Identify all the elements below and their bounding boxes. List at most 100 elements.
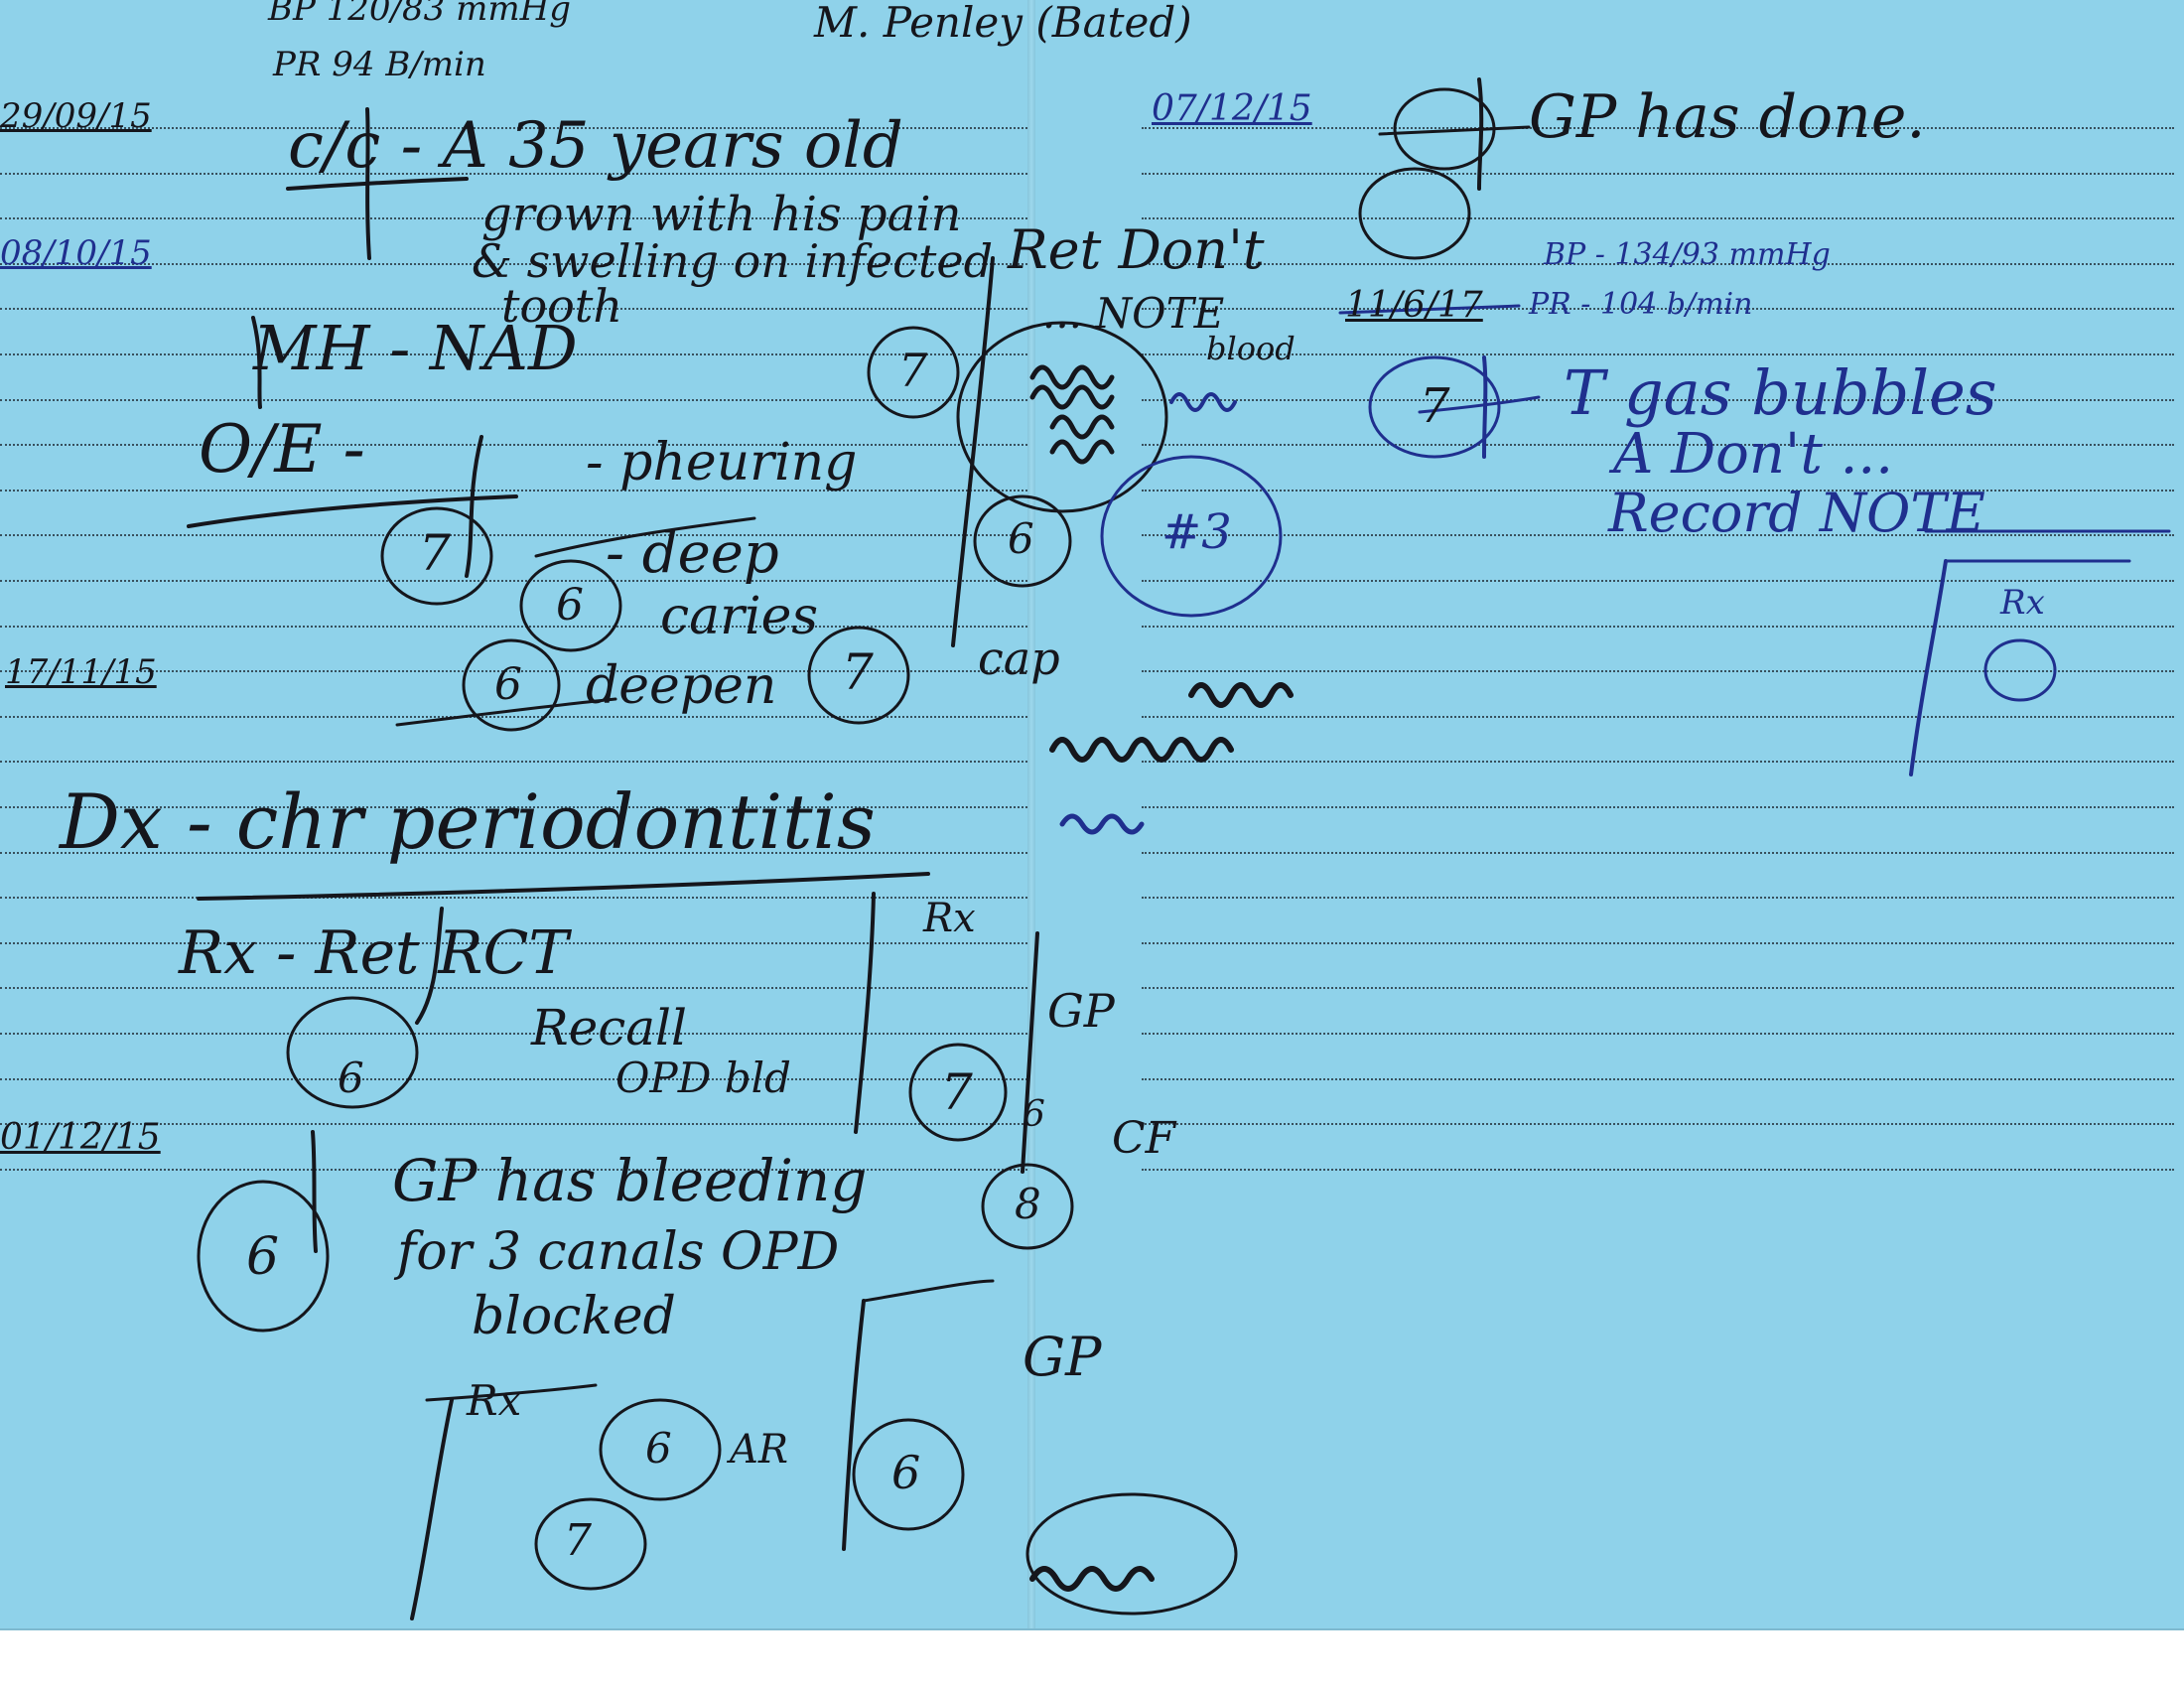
mid-rx-label: Rx [923, 896, 976, 941]
tooth-num-6c: 6 [1008, 514, 1034, 563]
tooth-num-6a: 6 [556, 580, 584, 631]
circle-tooth-6e [197, 1180, 330, 1333]
page-fold [1027, 0, 1035, 1628]
scribble-7 [1029, 1566, 1155, 1592]
tooth-num-6g: 6 [1023, 1094, 1045, 1135]
gp-bracket-stroke [311, 1130, 318, 1253]
treatment-plan: Rx - Ret RCT [179, 918, 569, 988]
treatment-plan-3: OPD bld [615, 1054, 791, 1102]
rule-line-right [1142, 1168, 2174, 1171]
right-gp-done: GP has done. [1529, 82, 1926, 152]
rule-line-left [0, 1077, 1027, 1080]
mid-cf-label: CF [1112, 1113, 1176, 1164]
bottom-strike-stroke [425, 1383, 598, 1402]
rule-line-right [1142, 127, 2174, 129]
rule-line-left [0, 1033, 1027, 1035]
tooth-num-6d: 6 [338, 1054, 364, 1102]
rule-line-right [1142, 444, 2174, 447]
circle-tooth-5 [599, 1398, 722, 1501]
ret-note-2: ... NOTE [1042, 289, 1225, 338]
right-underline-1 [1338, 304, 1521, 315]
rule-line-right [1142, 1077, 2174, 1080]
rule-line-right [1142, 489, 2174, 492]
right-bracket-mid [1482, 355, 1488, 459]
diagnosis: Dx - chr periodontitis [60, 777, 876, 866]
exam-finding-1: - pheuring [586, 433, 858, 492]
rule-line-right [1142, 172, 2174, 175]
rule-line-left [0, 806, 1027, 808]
rule-line-left [0, 398, 1027, 401]
oe-underline-stroke [187, 494, 518, 528]
right-bracket-top [1477, 77, 1484, 191]
tooth-num-6b: 6 [494, 659, 522, 710]
rule-line-right [1142, 897, 2174, 900]
rule-line-left [0, 897, 1027, 900]
exam-strike-2 [395, 697, 617, 727]
oe-bracket-stroke [465, 435, 483, 578]
bottom-gp-label: GP [1023, 1326, 1102, 1388]
exam-finding-2: - deep [606, 521, 779, 586]
circle-tooth-76 [534, 1497, 647, 1591]
scribble-6 [1059, 813, 1145, 835]
bottom-bracket-stroke [410, 1398, 454, 1620]
tooth-num-7c: 7 [898, 344, 928, 397]
plan-vertical-stroke [854, 892, 876, 1134]
rule-line-left [0, 715, 1027, 718]
circle-tooth-6b [462, 638, 561, 732]
scribble-4 [1049, 737, 1234, 763]
tooth-num-7a: 7 [419, 524, 451, 582]
rule-line-right [1142, 761, 2174, 764]
rule-line-left [0, 761, 1027, 764]
rule-line-right [1142, 715, 2174, 718]
mh-stroke [251, 316, 262, 409]
date-17-11-15: 17/11/15 [5, 652, 157, 692]
rule-line-left [0, 444, 1027, 447]
rule-line-right [1142, 398, 2174, 401]
tooth-num-5: 6 [645, 1424, 672, 1473]
scribble-1 [1029, 364, 1115, 410]
circle-tooth-7a [380, 506, 493, 606]
scribble-5 [1188, 682, 1294, 708]
gp-note-3: blocked [472, 1287, 676, 1346]
rule-line-left [0, 1123, 1027, 1126]
signature: M. Penley (Bated) [814, 0, 1192, 47]
right-note-2: A Don't ... [1613, 422, 1894, 487]
dx-underline-stroke [197, 872, 930, 901]
exam-finding-3: caries [660, 587, 819, 646]
right-note-3: Record NOTE [1608, 482, 1985, 544]
ret-note-3: blood [1206, 330, 1296, 367]
left-vitals-pr: PR 94 B/min [273, 45, 486, 84]
circle-tooth-6f [852, 1418, 965, 1531]
tooth-num-7b: 7 [842, 643, 874, 701]
circle-tooth-7c [867, 326, 960, 419]
tooth-num-6f: 6 [891, 1446, 921, 1499]
rule-line-left [0, 851, 1027, 854]
center-bracket-stroke [842, 1299, 866, 1551]
chief-complaint-line-4: tooth [501, 279, 622, 333]
right-tooth-7: 7 [1420, 378, 1450, 434]
rule-line-left [0, 217, 1027, 220]
circle-tooth-7d [908, 1043, 1008, 1142]
rule-line-right [1142, 941, 2174, 944]
rule-line-left [0, 625, 1027, 628]
exam-finding-4: deepen [586, 656, 777, 716]
circle-right-bottom [1983, 638, 2057, 702]
ret-note: Ret Don't [1008, 218, 1265, 281]
date-11-6-17: 11/6/17 [1345, 285, 1483, 326]
bottom-rx-label: Rx [467, 1376, 522, 1425]
right-vitals-bp: BP - 134/93 mmHg [1544, 237, 1831, 272]
rule-line-left [0, 1168, 1027, 1171]
circle-right-76 [1358, 167, 1471, 260]
tooth-num-7d: 7 [941, 1063, 973, 1121]
mid-gp-label: GP [1047, 984, 1115, 1038]
right-bracket-bottom [1909, 559, 1948, 776]
tooth-num-8: 8 [1015, 1180, 1041, 1228]
rule-line-right [1142, 308, 2174, 311]
date-07-12-15: 07/12/15 [1152, 88, 1312, 129]
date-29-09-15: 29/09/15 [0, 96, 152, 136]
circle-tooth-6d [286, 996, 419, 1109]
circle-tooth-7b [807, 626, 910, 725]
scribble-2 [1049, 414, 1115, 465]
rule-line-left [0, 580, 1027, 582]
rule-line-right [1142, 987, 2174, 990]
